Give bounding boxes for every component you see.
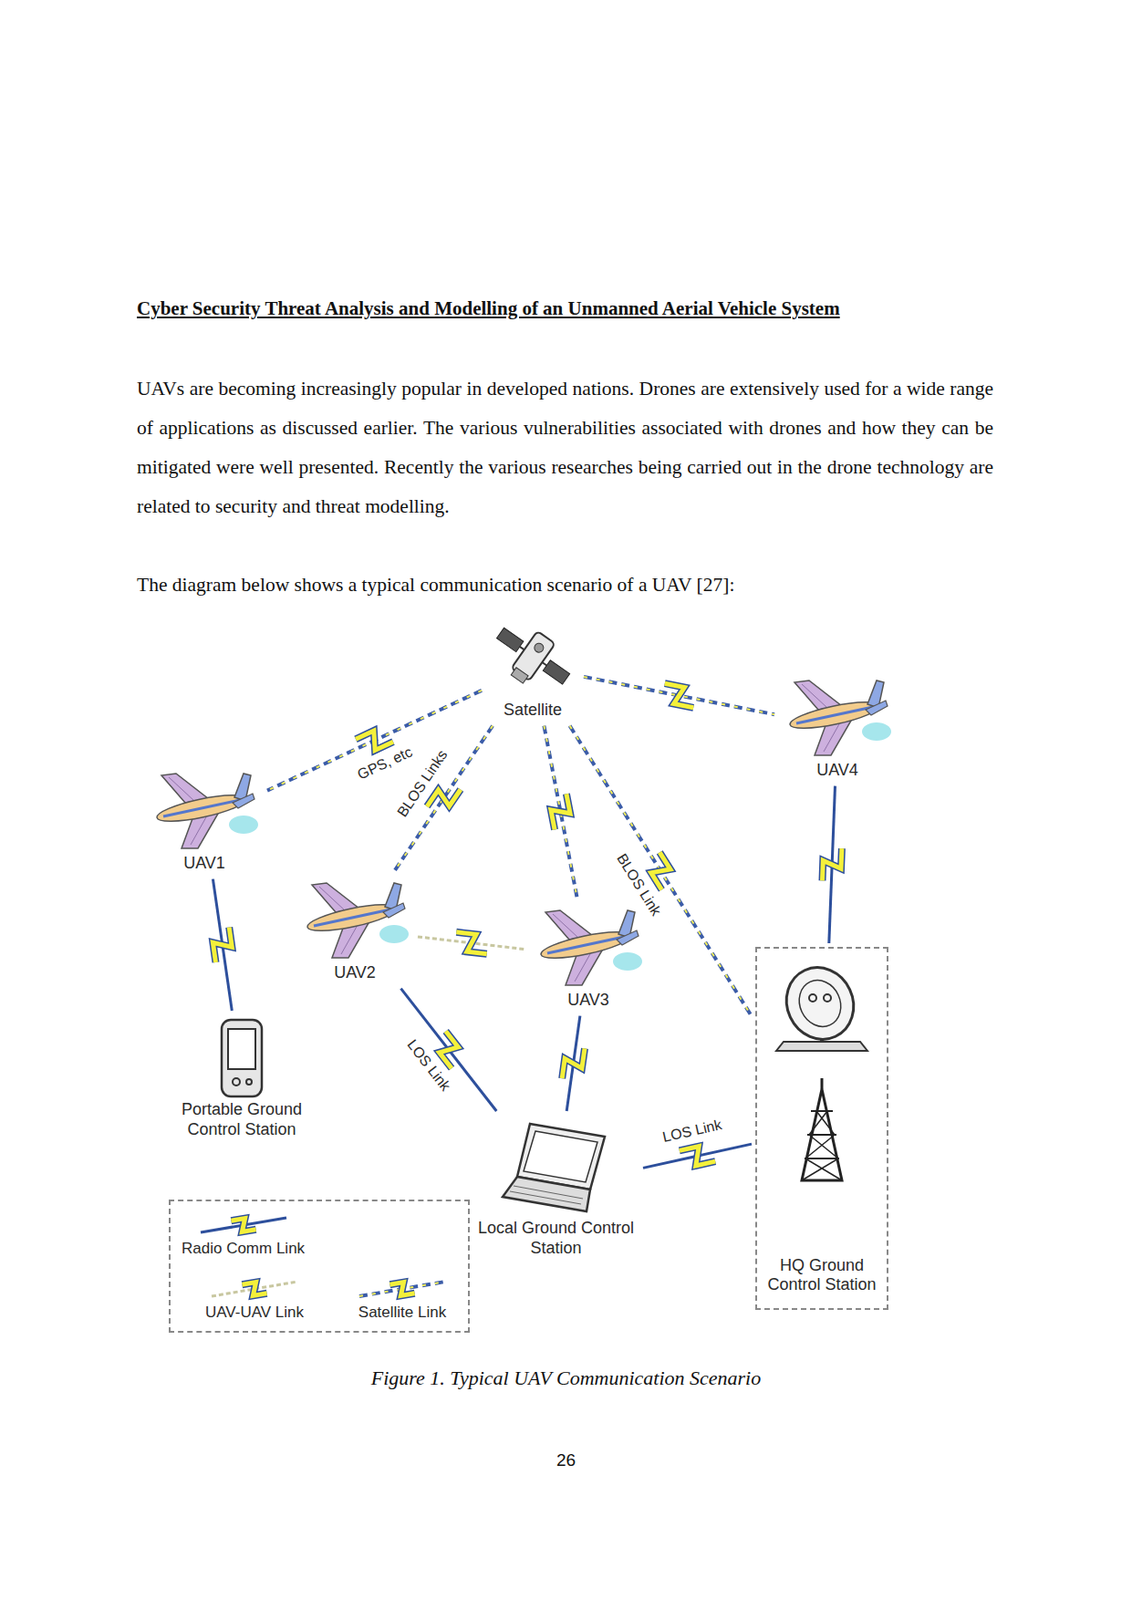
node-icon xyxy=(774,961,870,1062)
link-bolt xyxy=(439,1031,459,1070)
node-icon xyxy=(781,673,894,761)
page-heading: Cyber Security Threat Analysis and Model… xyxy=(136,297,841,321)
link-line xyxy=(583,676,775,715)
link-bolt-outline xyxy=(439,1031,459,1070)
communication-link xyxy=(570,726,752,1017)
communication-link xyxy=(643,1143,752,1168)
body-paragraph: UAVs are becoming increasingly popular i… xyxy=(136,369,994,527)
link-bolt-outline xyxy=(651,851,671,890)
uav-node: UAV4 xyxy=(778,671,897,783)
legend-item: Satellite Link xyxy=(352,1274,453,1322)
link-bolt-outline xyxy=(241,1282,267,1297)
link-bolt xyxy=(664,683,694,708)
legend-sample-line xyxy=(359,1281,446,1297)
node-label: Satellite xyxy=(503,700,562,721)
uav-node: UAV3 xyxy=(529,901,648,1013)
legend-box: Radio Comm LinkUAV-UAV Link Satellite Lin… xyxy=(168,1199,470,1333)
link-line xyxy=(543,726,577,898)
link-line xyxy=(212,879,232,1011)
legend-sample-link xyxy=(359,1281,446,1297)
link-line xyxy=(570,726,752,1017)
link-bolt xyxy=(212,927,232,964)
link-bolt-outline xyxy=(822,848,842,881)
node-label: Portable Ground Control Station xyxy=(164,1100,320,1140)
link-bolt-outline xyxy=(230,1218,256,1233)
link-bolt-outline xyxy=(664,683,694,708)
link-bolt-outline xyxy=(679,1146,716,1166)
link-label: LOS Link xyxy=(658,1115,727,1146)
link-bolt-outline xyxy=(550,793,571,830)
communication-link xyxy=(417,932,526,955)
uav-node: UAV2 xyxy=(295,873,415,986)
link-bolt-outline xyxy=(426,789,461,808)
link-bolt-outline xyxy=(389,1282,415,1297)
link-bolt xyxy=(355,730,394,751)
satellite-node: Satellite xyxy=(485,611,581,723)
link-line xyxy=(570,726,752,1017)
uav-node: UAV1 xyxy=(145,764,264,876)
link-bolt-outline xyxy=(561,1048,585,1079)
node-label: UAV3 xyxy=(567,990,610,1011)
node-icon xyxy=(532,903,644,991)
page-number: 26 xyxy=(0,1450,1132,1471)
communication-link xyxy=(212,879,232,1011)
link-bolt-outline xyxy=(212,927,232,964)
link-line xyxy=(583,676,775,715)
legend-sample-link xyxy=(200,1217,287,1233)
communication-link xyxy=(822,786,842,944)
ground-station-node: Local Ground Control Station xyxy=(472,1114,640,1260)
communication-link xyxy=(267,690,482,791)
node-label: Local Ground Control Station xyxy=(476,1218,636,1258)
link-bolt-outline xyxy=(355,730,394,751)
node-icon xyxy=(794,1074,850,1184)
node-icon xyxy=(216,1016,268,1101)
link-bolt xyxy=(230,1218,256,1233)
node-icon xyxy=(498,1116,614,1219)
link-bolt xyxy=(679,1146,716,1166)
legend-sample xyxy=(204,1274,305,1304)
link-line xyxy=(401,988,498,1112)
link-bolt-outline xyxy=(456,932,487,955)
communication-link xyxy=(401,988,498,1112)
legend-sample-line xyxy=(200,1217,287,1233)
legend-sample-line xyxy=(359,1281,446,1297)
link-bolt xyxy=(822,848,842,881)
node-label: UAV2 xyxy=(333,963,376,984)
legend-item: UAV-UAV Link xyxy=(204,1274,305,1322)
legend-label: UAV-UAV Link xyxy=(205,1303,304,1322)
legend-sample-link xyxy=(211,1281,298,1297)
node-label: UAV4 xyxy=(816,760,859,781)
link-bolt xyxy=(389,1282,415,1297)
legend-label: Radio Comm Link xyxy=(181,1239,305,1258)
link-line xyxy=(267,690,482,791)
link-bolt xyxy=(456,932,487,955)
ground-station-node: Portable Ground Control Station xyxy=(160,1014,323,1142)
node-label: HQ Ground Control Station xyxy=(764,1256,880,1296)
legend-sample-line xyxy=(211,1281,298,1297)
node-icon xyxy=(148,766,260,854)
link-bolt xyxy=(550,793,571,830)
legend-sample xyxy=(352,1274,453,1304)
link-bolt xyxy=(561,1048,585,1079)
communication-link xyxy=(543,726,577,898)
legend-item: Radio Comm Link xyxy=(181,1210,305,1258)
node-label: UAV1 xyxy=(183,853,226,874)
figure-caption: Figure 1. Typical UAV Communication Scen… xyxy=(0,1366,1132,1391)
link-line xyxy=(543,726,577,898)
hq-station-box: HQ Ground Control Station xyxy=(755,946,889,1310)
communication-link xyxy=(583,676,775,715)
legend-sample xyxy=(193,1210,294,1240)
legend-label: Satellite Link xyxy=(358,1303,447,1322)
link-bolt xyxy=(651,851,671,890)
link-line xyxy=(643,1143,752,1168)
communication-link xyxy=(561,1016,585,1112)
body-sentence: The diagram below shows a typical commun… xyxy=(136,565,994,605)
node-icon xyxy=(299,875,411,964)
link-bolt xyxy=(426,789,461,808)
link-line xyxy=(267,690,482,791)
link-bolt xyxy=(241,1282,267,1297)
node-icon xyxy=(488,612,577,701)
